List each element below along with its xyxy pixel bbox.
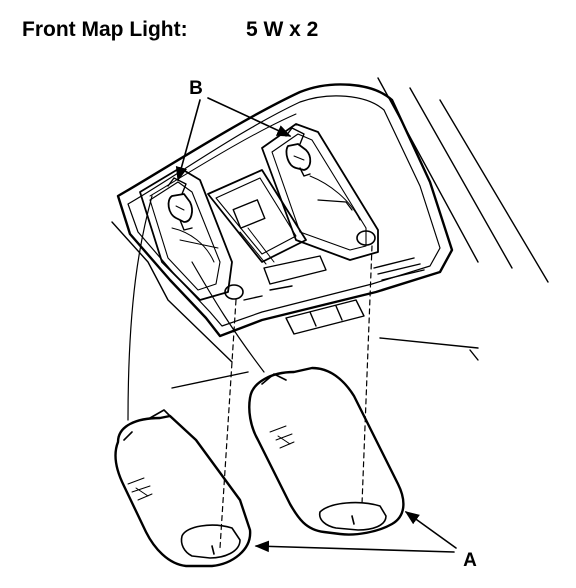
diagram-title: Front Map Light:	[22, 18, 188, 41]
right-lens-cover	[248, 366, 405, 536]
diagram-header: Front Map Light: 5 W x 2	[22, 14, 562, 50]
right-lamp-cavity	[261, 123, 379, 261]
callout-b-leaders	[175, 97, 292, 182]
callout-b-label: B	[189, 78, 203, 99]
callout-a-leaders	[254, 511, 457, 553]
bulb-spec: 5 W x 2	[246, 18, 319, 41]
left-lens-cover	[114, 409, 252, 568]
lower-button-strip	[243, 255, 425, 335]
assembly-guide-lines	[127, 195, 373, 549]
headliner-lines	[111, 77, 549, 389]
callout-a-label: A	[463, 550, 477, 571]
center-switch-module	[207, 169, 307, 265]
